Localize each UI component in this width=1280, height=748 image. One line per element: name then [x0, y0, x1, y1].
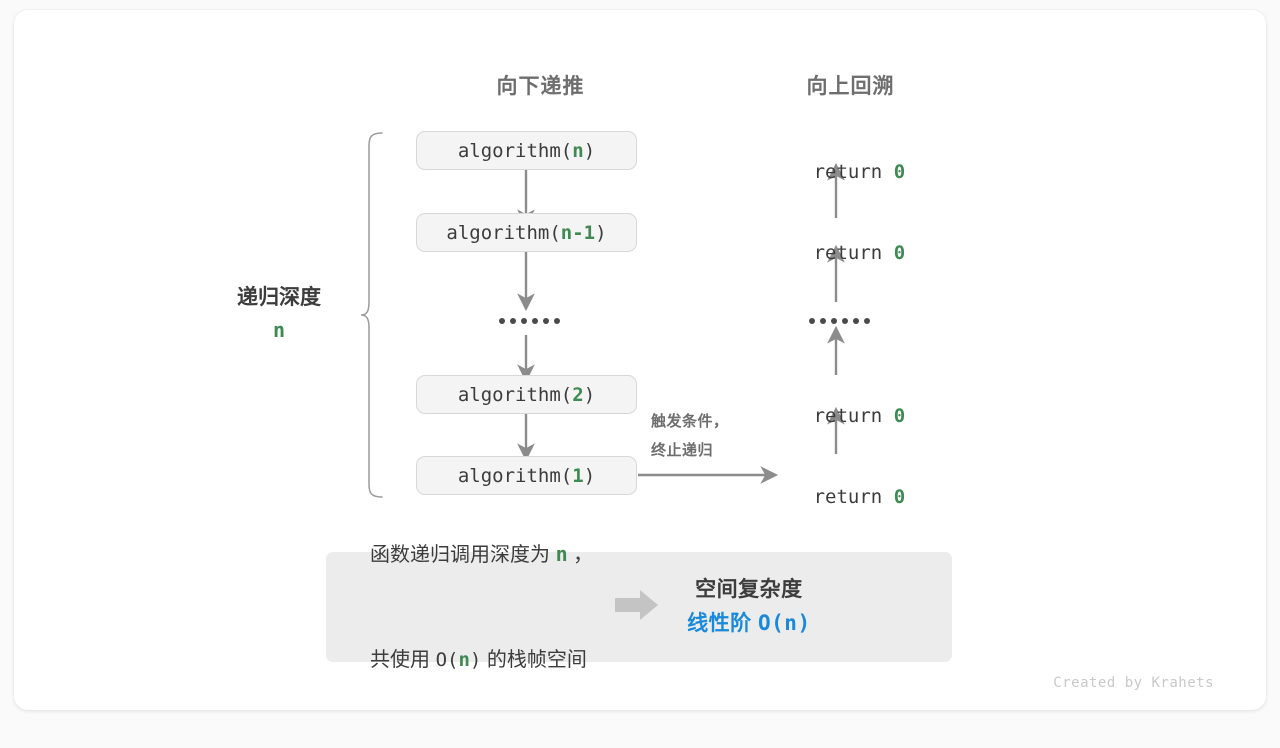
summary-line2-n: n [458, 648, 470, 671]
call-box-arg: 2 [572, 383, 584, 406]
footer-credit: Created by Krahets [1053, 675, 1214, 691]
return-ellipsis-icon [809, 318, 870, 324]
return-text: return [813, 242, 894, 264]
summary-right: 空间复杂度 线性阶 O(n) [687, 573, 810, 640]
summary-line1: 函数递归调用深度为 n ， [370, 537, 593, 573]
summary-line2-post: 的栈帧空间 [481, 648, 587, 671]
return-value: 0 [893, 242, 906, 264]
return-label-4: return 0 [726, 464, 947, 530]
call-box-n[interactable]: algorithm(n) [416, 131, 637, 170]
termination-note-line1: 触发条件， [651, 413, 729, 430]
summary-line2: 共使用 O(n) 的栈帧空间 [370, 643, 593, 678]
recursion-depth-label: 递归深度 n [214, 282, 344, 346]
column-header-upward: 向上回溯 [806, 75, 895, 98]
return-label-3: return 0 [726, 383, 947, 449]
call-box-name: algorithm( [446, 221, 561, 244]
call-box-close: ) [583, 383, 596, 406]
complexity-value-mono: O(n) [758, 611, 811, 635]
call-box-arg: n [572, 139, 584, 162]
call-box-close: ) [583, 464, 596, 487]
termination-note: 触发条件， 终止递归 [651, 408, 729, 465]
call-box-name: algorithm( [457, 464, 573, 487]
call-box-1[interactable]: algorithm(1) [416, 456, 637, 495]
return-label-1: return 0 [726, 139, 947, 205]
call-stack-ellipsis-icon [499, 318, 560, 324]
call-box-close: ) [583, 139, 596, 162]
return-value: 0 [893, 405, 906, 427]
summary-line2-pre: 共使用 [370, 648, 436, 671]
summary-panel: 函数递归调用深度为 n ， 共使用 O(n) 的栈帧空间 空间复杂度 线性阶 O… [326, 542, 952, 671]
return-value: 0 [893, 486, 906, 508]
return-text: return [813, 161, 894, 183]
recursion-depth-text: 递归深度 [237, 286, 321, 309]
diagram-card: 向下递推 向上回溯 递归深度 [14, 10, 1266, 710]
call-box-name: algorithm( [457, 383, 573, 406]
summary-line1-post: ， [567, 543, 594, 566]
complexity-value: 线性阶 O(n) [687, 607, 810, 641]
call-box-name: algorithm( [457, 139, 573, 162]
summary-line2-close: ) [469, 648, 482, 671]
recursion-depth-value: n [272, 317, 286, 342]
call-box-2[interactable]: algorithm(2) [416, 375, 637, 414]
call-box-n-minus-1[interactable]: algorithm(n-1) [416, 213, 637, 252]
fat-right-arrow-icon [615, 589, 659, 626]
call-box-close: ) [595, 221, 607, 244]
return-text: return [813, 486, 894, 508]
return-label-2: return 0 [726, 220, 947, 286]
call-box-arg: n-1 [560, 221, 596, 244]
summary-left-text: 函数递归调用深度为 n ， 共使用 O(n) 的栈帧空间 [326, 467, 593, 748]
call-box-arg: 1 [572, 464, 584, 487]
complexity-title: 空间复杂度 [695, 578, 803, 602]
summary-line1-n: n [555, 541, 568, 566]
complexity-value-label: 线性阶 [687, 612, 759, 635]
return-value: 0 [893, 161, 906, 183]
return-text: return [813, 405, 894, 427]
termination-note-line2: 终止递归 [651, 441, 714, 459]
summary-line2-open: O( [435, 648, 459, 671]
summary-line1-pre: 函数递归调用深度为 [370, 543, 556, 566]
column-header-downward: 向下递推 [496, 75, 585, 98]
